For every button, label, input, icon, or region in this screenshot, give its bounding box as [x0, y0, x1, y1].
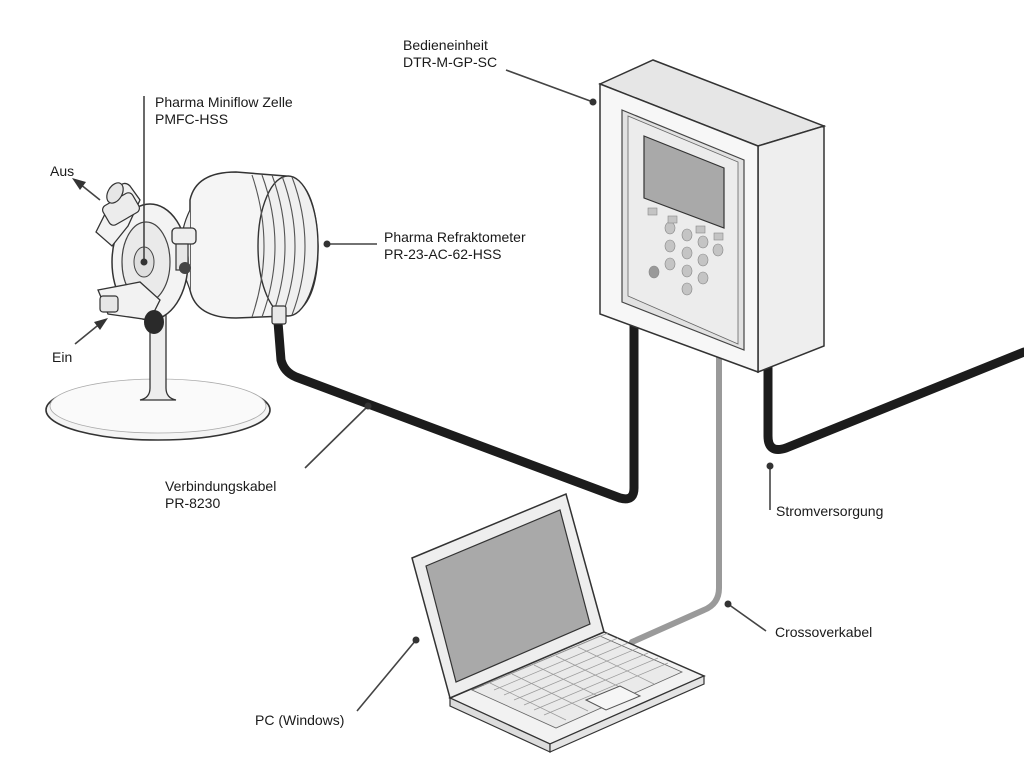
control-unit-label: Bedieneinheit DTR-M-GP-SC: [403, 37, 497, 71]
power-supply-label: Stromversorgung: [776, 503, 883, 520]
control-unit-illustration: [598, 59, 827, 374]
flow-cell-label: Pharma Miniflow Zelle PMFC-HSS: [155, 94, 293, 128]
flow-cell-name: Pharma Miniflow Zelle: [155, 94, 293, 110]
inlet-arrow-icon: [94, 318, 108, 330]
inlet-label: Ein: [52, 349, 72, 366]
leader-lines: [74, 69, 771, 712]
crossover-cable-label: Crossoverkabel: [775, 624, 872, 641]
crossover-cable: [629, 355, 722, 645]
outlet-arrow-icon: [72, 178, 86, 190]
connection-cable-name: Verbindungskabel: [165, 478, 277, 494]
flow-cell-stand-illustration: [45, 299, 271, 441]
control-unit-model: DTR-M-GP-SC: [403, 54, 498, 70]
power-cable: [763, 347, 1024, 454]
connection-cable-model: PR-8230: [165, 495, 221, 511]
laptop-illustration: [411, 492, 706, 753]
inlet-text: Ein: [52, 349, 73, 365]
leader-dots: [140, 98, 774, 644]
refractometer-label: Pharma Refraktometer PR-23-AC-62-HSS: [384, 229, 526, 263]
flow-cell-illustration: [95, 182, 197, 334]
refractometer-illustration: [180, 171, 319, 325]
pc-label: PC (Windows): [255, 712, 344, 729]
refractometer-name: Pharma Refraktometer: [384, 229, 526, 245]
outlet-text: Aus: [50, 163, 75, 179]
power-supply-text: Stromversorgung: [776, 503, 884, 519]
pc-text: PC (Windows): [255, 712, 345, 728]
outlet-label: Aus: [50, 163, 74, 180]
connection-cable: [273, 315, 639, 504]
flow-cell-model: PMFC-HSS: [155, 111, 229, 127]
control-unit-name: Bedieneinheit: [403, 37, 488, 53]
crossover-cable-text: Crossoverkabel: [775, 624, 873, 640]
connection-cable-label: Verbindungskabel PR-8230: [165, 478, 276, 512]
refractometer-model: PR-23-AC-62-HSS: [384, 246, 502, 262]
